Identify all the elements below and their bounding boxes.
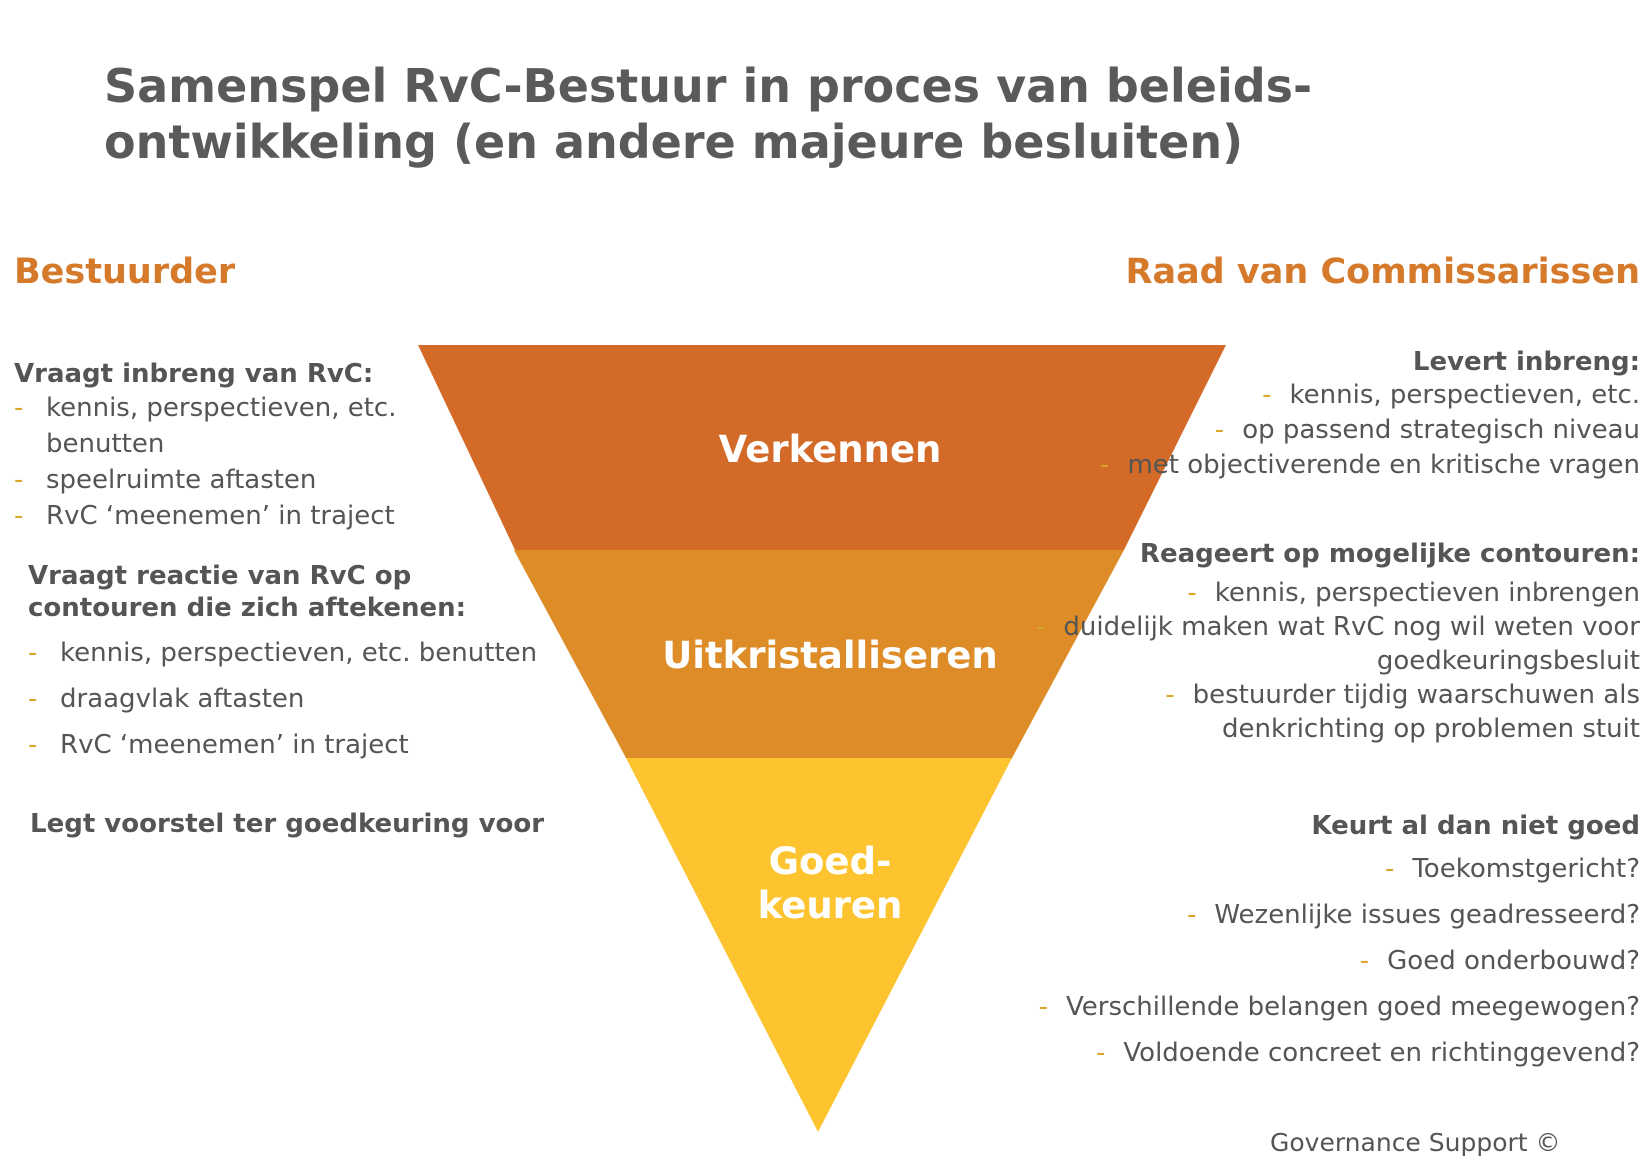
list-item: goedkeuringsbesluit [1376,646,1640,676]
list-item: -RvC ‘meenemen’ in traject [14,498,396,534]
list-item: -kennis, perspectieven, etc. [1262,380,1640,410]
bullet-dash: - [14,501,24,531]
right-block-contouren: Reageert op mogelijke contouren: -kennis… [1036,538,1640,746]
list-item: -RvC ‘meenemen’ in traject [28,722,537,768]
bullet-dash: - [1036,612,1046,642]
bullet-dash: - [28,684,38,714]
heading-rvc: Raad van Commissarissen [1125,252,1641,292]
funnel-stage-verkennen [418,345,1226,550]
bullet-dash: - [1384,854,1395,884]
left-block-voorstel: Legt voorstel ter goedkeuring voor [30,808,544,840]
list-item: -met objectiverende en kritische vragen [1100,450,1640,480]
bullet-dash: - [28,730,38,760]
list-item: -draagvlak aftasten [28,676,537,722]
heading-bestuurder: Bestuurder [14,252,236,292]
list-item: -kennis, perspectieven inbrengen [1187,578,1640,608]
right-block-goedkeuring: Keurt al dan niet goed -Toekomstgericht?… [1039,810,1640,1076]
list-item: -bestuurder tijdig waarschuwen als [1165,680,1640,710]
bullet-dash: - [1165,680,1175,710]
left-block-voorstel-title: Legt voorstel ter goedkeuring voor [30,809,545,839]
footer-credit: Governance Support © [1270,1128,1561,1157]
list-item: -op passend strategisch niveau [1214,415,1640,445]
list-item: -Goed onderbouwd? [1359,946,1640,976]
bullet-dash: - [1187,578,1197,608]
bullet-dash: - [1100,450,1110,480]
stage-label-verkennen: Verkennen [718,428,942,471]
bullet-dash: - [1262,380,1272,410]
funnel-edge-line [514,549,613,731]
right-block-inbreng-title: Levert inbreng: [1412,347,1640,377]
list-item: -Toekomstgericht? [1384,854,1640,884]
bullet-dash: - [28,638,38,668]
bullet-dash: - [1214,415,1225,445]
right-block-goedkeuring-title: Keurt al dan niet goed [1311,811,1640,841]
stage-label-goedkeuren: Goed- keuren [757,840,903,927]
list-item: -kennis, perspectieven, etc. [14,390,396,426]
list-item: denkrichting op problemen stuit [1221,714,1640,744]
list-item: benutten [46,429,165,459]
left-block-inbreng: Vraagt inbreng van RvC: -kennis, perspec… [14,358,396,534]
bullet-dash: - [1186,900,1197,930]
bullet-dash: - [14,465,24,495]
list-item: -Wezenlijke issues geadresseerd? [1186,900,1640,930]
left-block-reactie-title-line1: Vraagt reactie van RvC op [28,561,412,591]
list-item: -kennis, perspectieven, etc. benutten [28,630,537,676]
bullet-dash: - [14,393,24,423]
funnel-stage-uitkristalliseren [515,550,1124,758]
list-item: -speelruimte aftasten [14,462,396,498]
left-block-inbreng-title: Vraagt inbreng van RvC: [14,359,374,389]
list-item: -Verschillende belangen goed meegewogen? [1038,992,1640,1022]
bullet-dash: - [1359,946,1370,976]
bullet-dash: - [1096,1038,1106,1068]
left-block-reactie: Vraagt reactie van RvC op contouren die … [28,560,537,768]
list-item: -duidelijk maken wat RvC nog wil weten v… [1036,612,1640,642]
left-block-reactie-title-line2: contouren die zich aftekenen: [28,593,467,623]
funnel-stage-goedkeuren [626,758,1012,1132]
page-title: Samenspel RvC-Bestuur in proces van bele… [104,59,1313,169]
stage-label-uitkristalliseren: Uitkristalliseren [662,634,998,677]
right-block-contouren-title: Reageert op mogelijke contouren: [1139,539,1640,569]
right-block-inbreng: Levert inbreng: -kennis, perspectieven, … [1100,346,1640,483]
list-item: -Voldoende concreet en richtinggevend? [1096,1038,1640,1068]
bullet-dash: - [1038,992,1048,1022]
